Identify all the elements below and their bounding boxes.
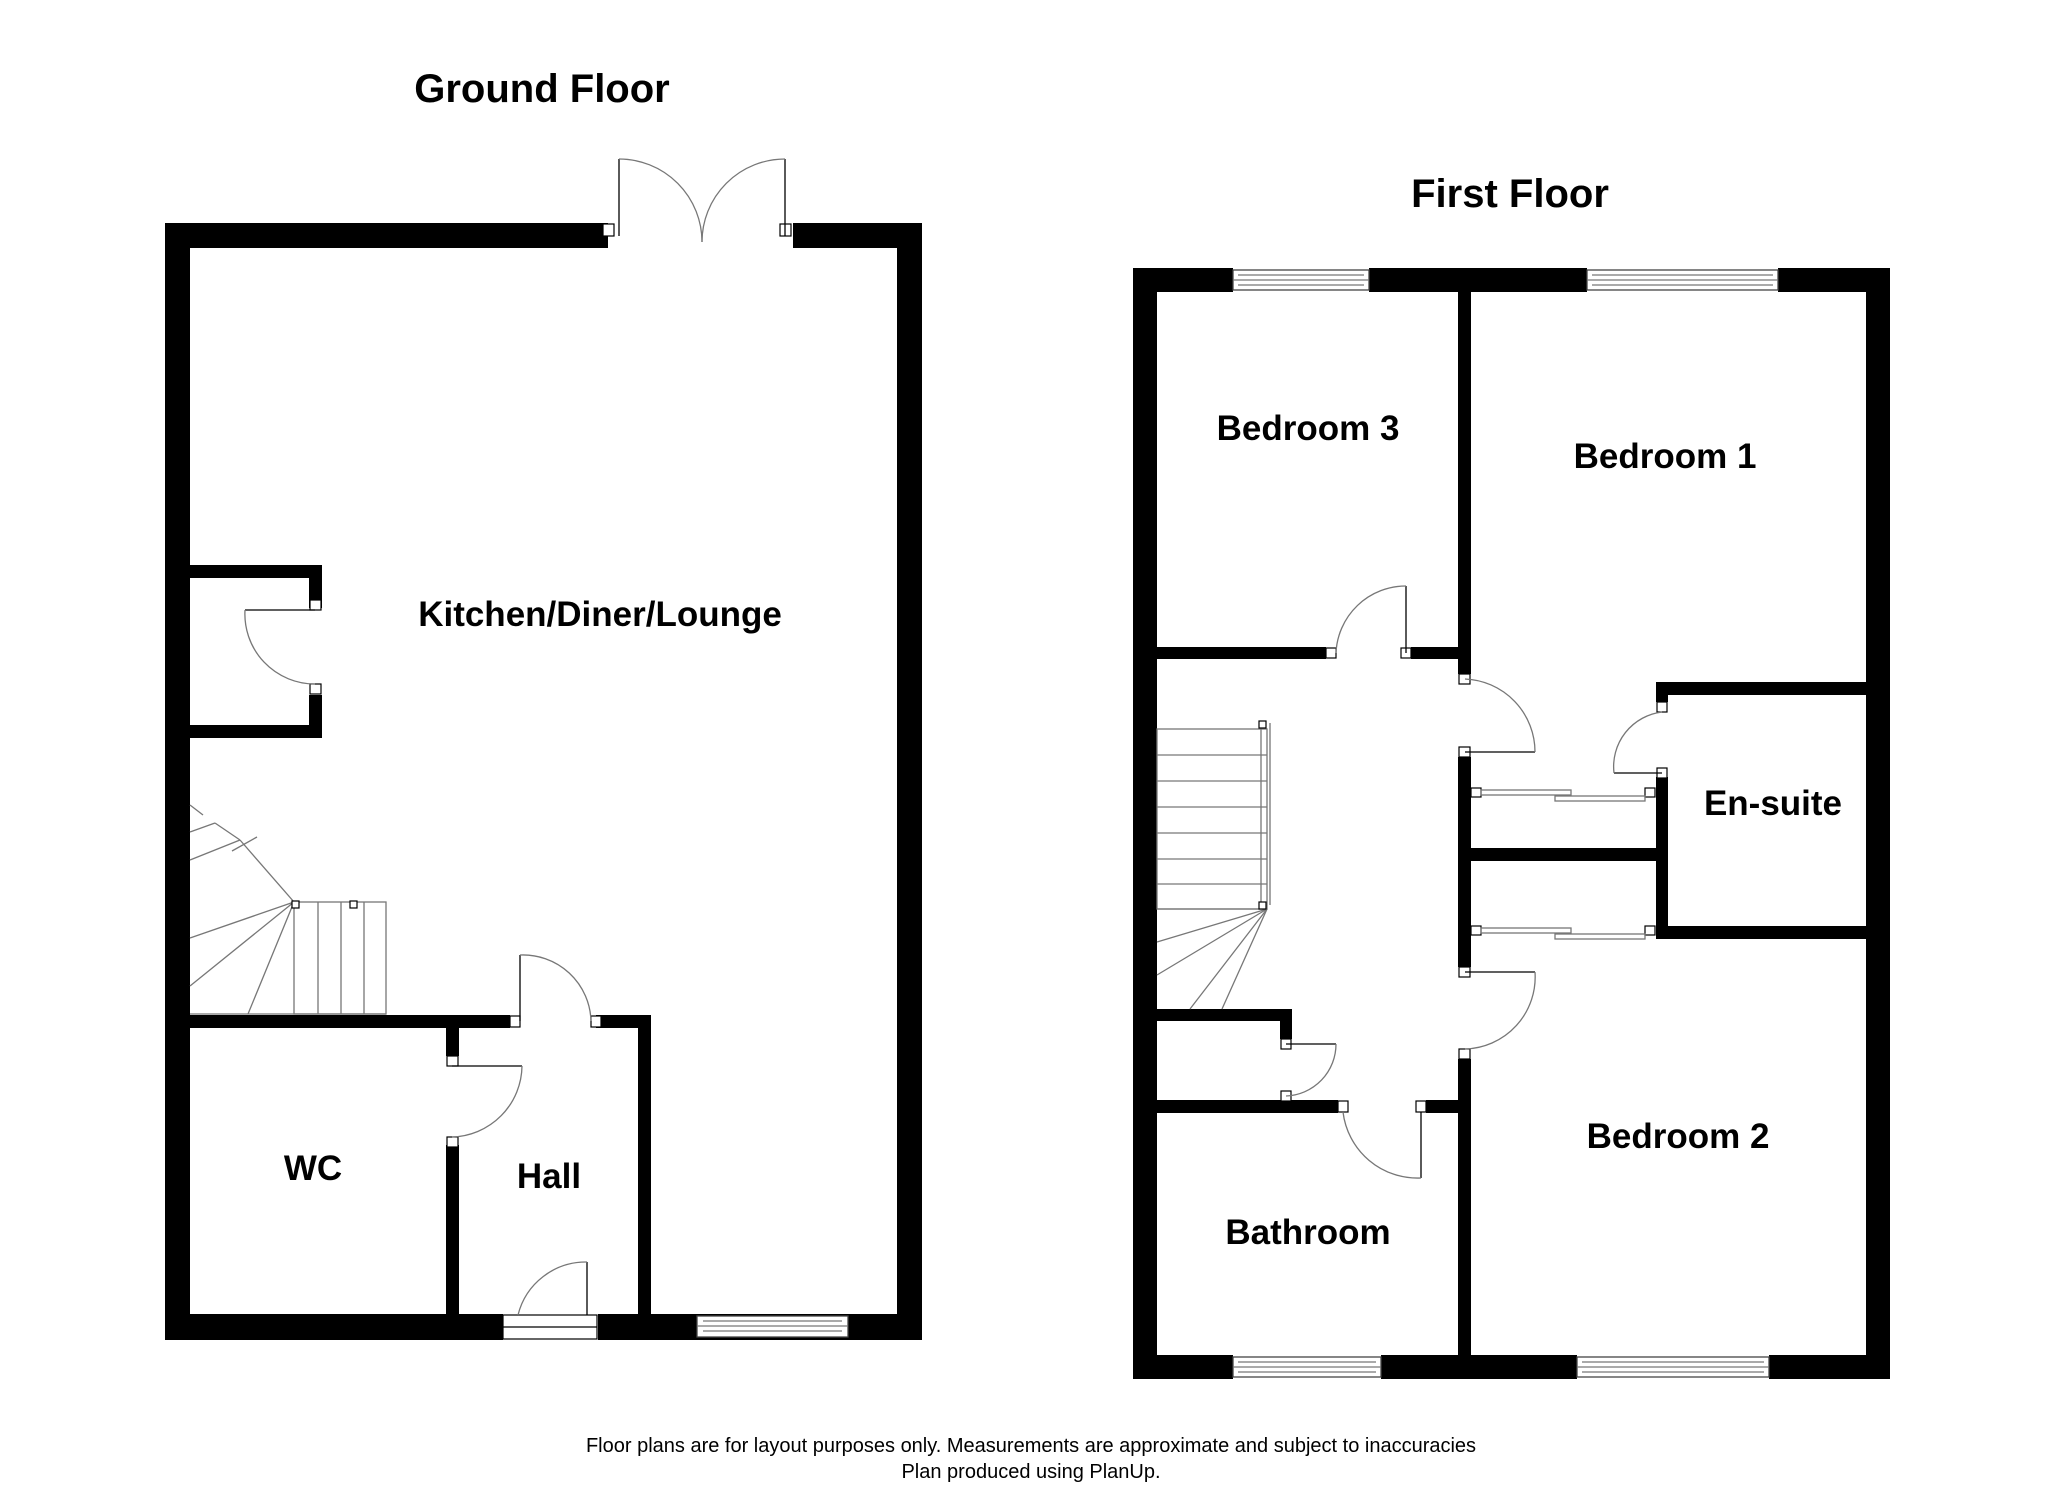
room-label-bedroom-2: Bedroom 2 [1587, 1117, 1770, 1156]
first-floor-plan: First Floor [1133, 172, 1890, 1379]
patio-doors [602, 158, 792, 243]
room-label-bathroom: Bathroom [1225, 1213, 1390, 1252]
ground-floor-stairs [189, 804, 387, 1015]
bathroom-door [1337, 1100, 1427, 1179]
room-label-kitchen-diner-lounge: Kitchen/Diner/Lounge [418, 595, 782, 634]
wardrobe-sliding-doors [1470, 787, 1656, 940]
ground-floor-title: Ground Floor [414, 67, 670, 111]
bedroom2-door [1458, 966, 1536, 1060]
bathroom-window [1232, 1356, 1382, 1378]
first-floor-title: First Floor [1411, 172, 1609, 216]
first-floor-walls [1133, 268, 1890, 1379]
bedroom3-window [1232, 269, 1370, 291]
store-door [244, 599, 322, 695]
footer-notes: Floor plans are for layout purposes only… [586, 1435, 1476, 1483]
footer-disclaimer: Floor plans are for layout purposes only… [586, 1435, 1476, 1457]
front-door [502, 1261, 598, 1340]
bedroom1-door [1458, 673, 1536, 758]
bedroom3-door [1325, 585, 1412, 659]
footer-credit: Plan produced using PlanUp. [901, 1461, 1160, 1483]
airing-cupboard-door [1280, 1038, 1337, 1102]
ground-floor-window [696, 1315, 849, 1338]
room-label-en-suite: En-suite [1704, 784, 1842, 823]
room-label-bedroom-1: Bedroom 1 [1574, 437, 1757, 476]
wc-door [446, 1055, 523, 1148]
bedroom1-window [1586, 269, 1779, 291]
room-label-bedroom-3: Bedroom 3 [1217, 409, 1400, 448]
room-label-wc: WC [284, 1149, 342, 1188]
ground-floor-plan: Ground Floor [165, 67, 922, 1340]
room-label-hall: Hall [517, 1157, 581, 1196]
ensuite-door [1612, 701, 1668, 779]
hall-door [509, 954, 602, 1028]
first-floor-stairs [1156, 720, 1271, 1010]
bedroom2-window [1576, 1356, 1770, 1378]
ground-floor-walls [165, 223, 922, 1340]
